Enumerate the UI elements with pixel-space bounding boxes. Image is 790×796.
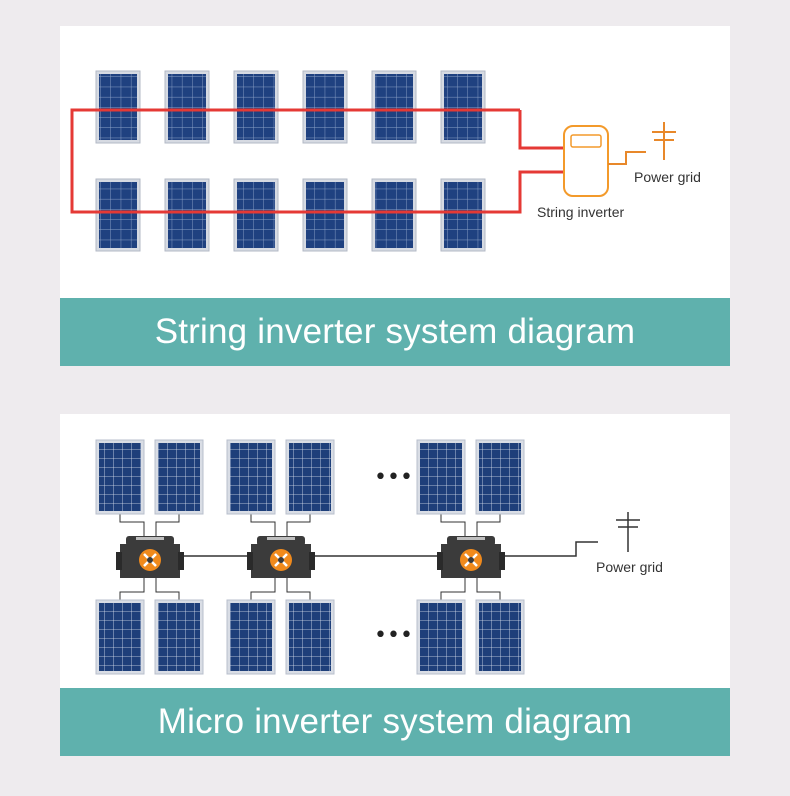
solar-panel-icon <box>95 70 141 144</box>
solar-panel-icon <box>95 599 145 675</box>
grid-label: Power grid <box>634 169 701 185</box>
ellipsis-bottom: ••• <box>374 623 413 648</box>
solar-panel-icon <box>302 178 348 252</box>
solar-panel-icon <box>440 178 486 252</box>
banner-title: Micro inverter system diagram <box>60 688 730 756</box>
solar-panel-icon <box>285 439 335 515</box>
solar-panel-icon <box>95 439 145 515</box>
solar-panel-icon <box>371 70 417 144</box>
dc-wires <box>119 514 180 600</box>
solar-panel-icon <box>164 178 210 252</box>
solar-panel-icon <box>475 439 525 515</box>
solar-panel-icon <box>154 439 204 515</box>
dc-wires <box>250 514 311 600</box>
string-inverter-icon <box>563 125 609 197</box>
micro-diagram-canvas: ••• ••• Power grid <box>95 439 663 675</box>
solar-panel-icon <box>302 70 348 144</box>
ellipsis-top: ••• <box>374 465 413 490</box>
power-pole-icon <box>652 122 676 160</box>
solar-panel-icon <box>233 178 279 252</box>
solar-panel-icon <box>416 599 466 675</box>
micro-inverter-icon <box>437 536 505 578</box>
solar-panel-icon <box>416 439 466 515</box>
inverter-label: String inverter <box>537 204 624 220</box>
string-wire <box>70 108 564 214</box>
micro-inverter-icon <box>247 536 315 578</box>
dc-wires <box>440 514 501 600</box>
solar-panel-icon <box>475 599 525 675</box>
grid-connection-line <box>608 151 646 165</box>
ac-trunk-line <box>184 541 598 557</box>
grid-label: Power grid <box>596 559 663 575</box>
solar-panel-icon <box>164 70 210 144</box>
solar-panel-icon <box>226 439 276 515</box>
solar-panel-icon <box>285 599 335 675</box>
solar-panel-icon <box>371 178 417 252</box>
micro-inverter-icon <box>116 536 184 578</box>
banner-title: String inverter system diagram <box>60 298 730 366</box>
solar-panel-icon <box>233 70 279 144</box>
string-diagram-canvas: Power grid String inverter <box>70 70 701 252</box>
string-inverter-diagram: Power grid String inverter String invert… <box>60 26 730 366</box>
solar-panel-icon <box>440 70 486 144</box>
solar-panel-icon <box>95 178 141 252</box>
solar-panel-icon <box>154 599 204 675</box>
power-pole-icon <box>616 512 640 552</box>
micro-inverter-diagram: ••• ••• Power grid Micro inverter system… <box>60 414 730 756</box>
solar-panel-icon <box>226 599 276 675</box>
